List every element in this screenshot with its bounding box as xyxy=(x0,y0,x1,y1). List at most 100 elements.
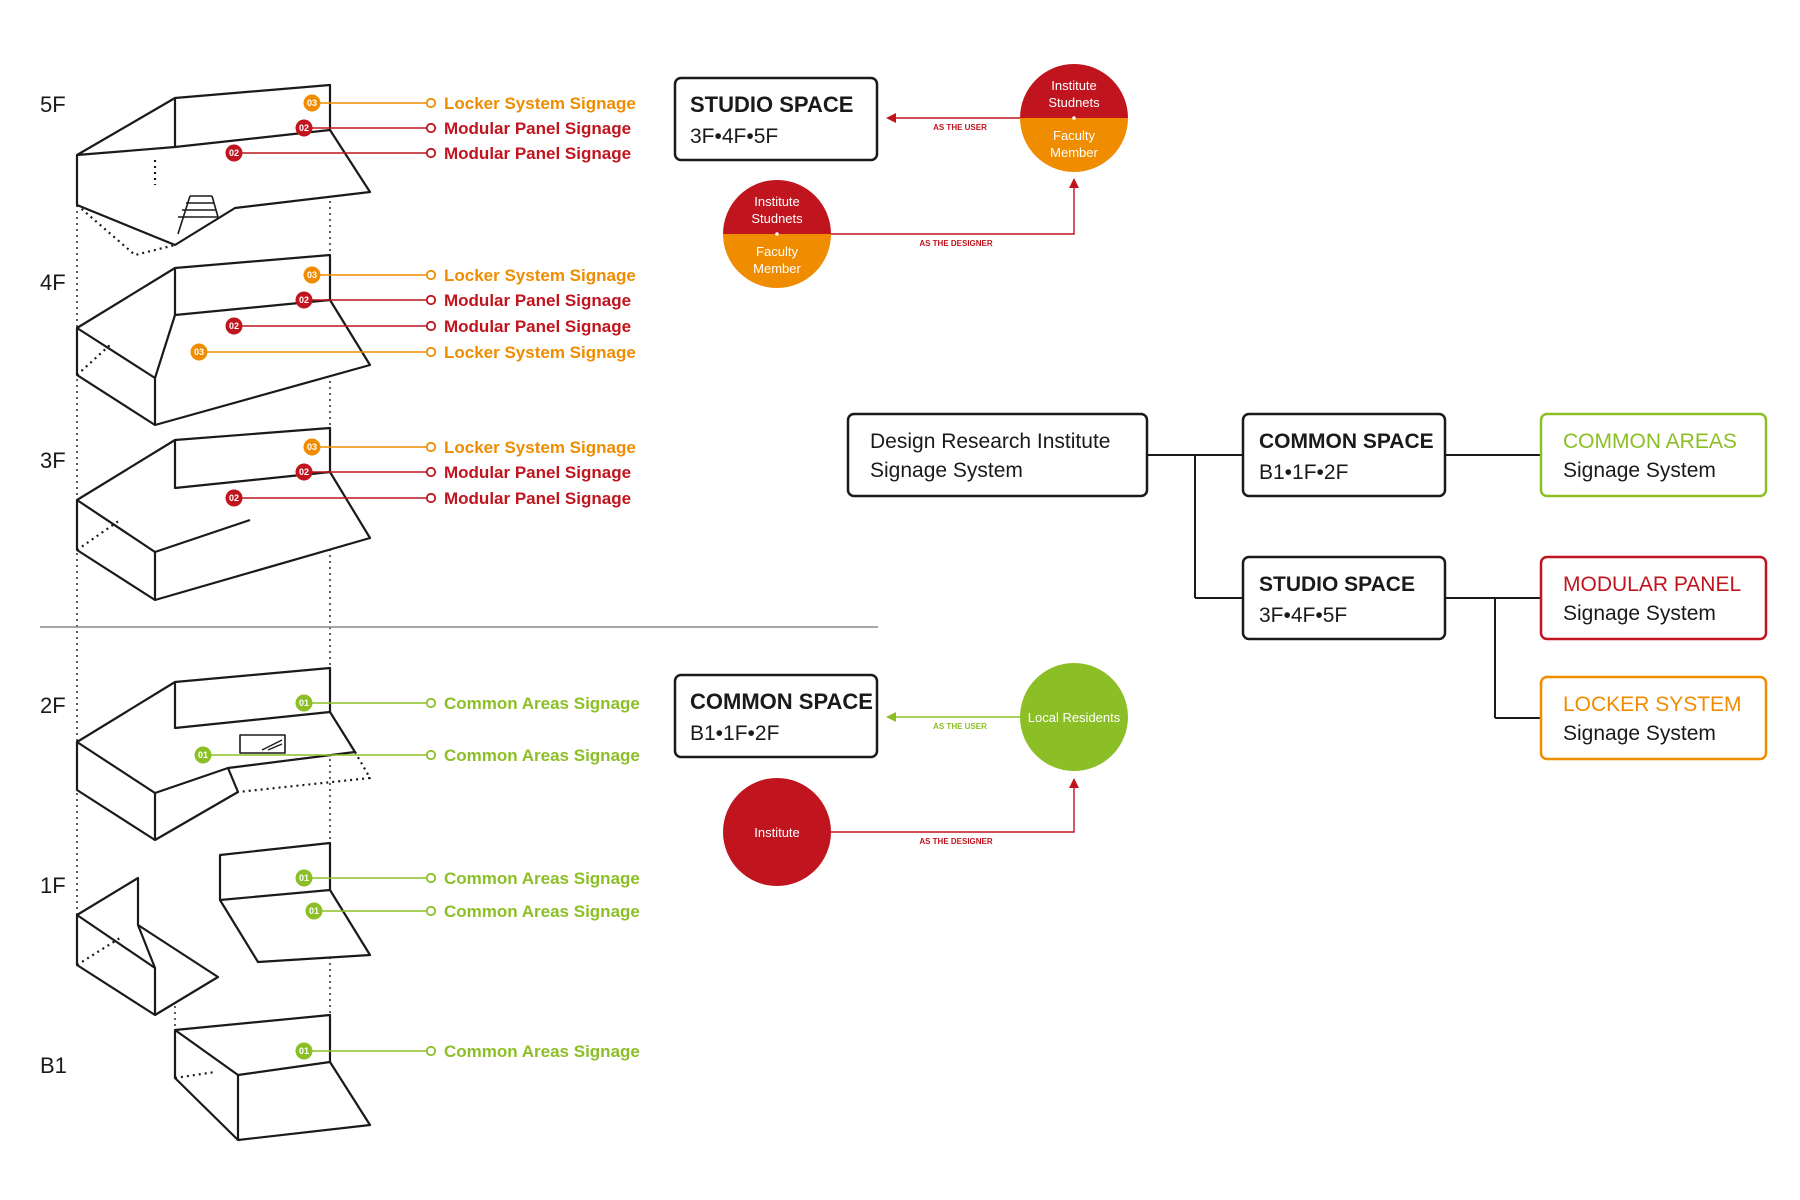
common-as-designer-label: AS THE DESIGNER xyxy=(919,837,993,846)
signage-badge xyxy=(295,119,313,137)
leader-end-dot xyxy=(425,441,437,453)
floor-label-3f: 3F xyxy=(40,448,66,473)
signage-callout-label: Common Areas Signage xyxy=(444,869,640,888)
signage-callout-label: Common Areas Signage xyxy=(444,902,640,921)
signage-callout-label: Modular Panel Signage xyxy=(444,463,631,482)
tree-root-line2: Signage System xyxy=(870,459,1023,482)
signage-callout-label: Common Areas Signage xyxy=(444,746,640,765)
signage-badge xyxy=(295,869,313,887)
signage-callout-label: Locker System Signage xyxy=(444,438,636,457)
floor-plan-5f xyxy=(75,83,372,257)
signage-badge xyxy=(225,317,243,335)
signage-badge-number: 03 xyxy=(307,442,317,452)
studio-user-top-line2: Studnets xyxy=(1048,95,1100,110)
signage-badge-number: 03 xyxy=(194,347,204,357)
signage-badge-number: 03 xyxy=(307,270,317,280)
signage-badge xyxy=(303,438,321,456)
studio-user-top-line1: Institute xyxy=(1051,78,1097,93)
tree-common-box xyxy=(1241,412,1447,498)
signage-badge xyxy=(295,694,313,712)
signage-badge-number: 01 xyxy=(198,750,208,760)
signage-badge xyxy=(303,94,321,112)
common-designer-arrow xyxy=(831,778,1079,833)
signage-badge-number: 01 xyxy=(309,906,319,916)
callout-b1-common-14: 01 Common Areas Signage xyxy=(295,1042,640,1061)
signage-callout-label: Locker System Signage xyxy=(444,343,636,362)
tree-studio-sub: 3F•4F•5F xyxy=(1259,604,1347,627)
local-residents-label: Local Residents xyxy=(1028,710,1121,725)
signage-badge-number: 02 xyxy=(299,295,309,305)
leader-end-dot xyxy=(425,697,437,709)
callout-f4-locker-6: 03 Locker System Signage xyxy=(190,343,636,362)
studio-user-bottom-line2: Member xyxy=(1050,145,1098,160)
floor-label-b1: B1 xyxy=(40,1053,67,1078)
signage-badge xyxy=(295,463,313,481)
floor-plan-1f xyxy=(75,841,372,1017)
studio-designer-circle: Institute Studnets Faculty Member xyxy=(723,180,831,288)
leader-end-dot xyxy=(425,346,437,358)
leader-end-dot xyxy=(425,122,437,134)
leader-end-dot xyxy=(425,294,437,306)
tree-root-line1: Design Research Institute xyxy=(870,430,1110,453)
signage-badge-number: 01 xyxy=(299,1046,309,1056)
signage-badge-number: 02 xyxy=(229,321,239,331)
floor-plan-3f xyxy=(75,426,372,602)
common-as-user-label: AS THE USER xyxy=(933,722,987,731)
tree-studio-title: STUDIO SPACE xyxy=(1259,573,1415,596)
tree-common-areas-box xyxy=(1539,412,1768,498)
tree-locker-system-box xyxy=(1539,675,1768,761)
local-residents-circle xyxy=(1020,663,1128,771)
studio-designer-bottom-line2: Member xyxy=(753,261,801,276)
callout-f4-locker-3: 03 Locker System Signage xyxy=(303,266,636,285)
callout-f5-modular-2: 02 Modular Panel Signage xyxy=(225,144,631,163)
signage-callout-label: Modular Panel Signage xyxy=(444,489,631,508)
tree-studio-box xyxy=(1241,555,1447,641)
signage-badge xyxy=(305,902,323,920)
signage-badge xyxy=(295,291,313,309)
leader-end-dot xyxy=(425,905,437,917)
studio-as-designer-label: AS THE DESIGNER xyxy=(919,239,993,248)
floor-plan-2f xyxy=(75,666,372,842)
signage-callout-label: Common Areas Signage xyxy=(444,694,640,713)
callout-f1-common-13: 01 Common Areas Signage xyxy=(305,902,640,921)
signage-callout-label: Modular Panel Signage xyxy=(444,144,631,163)
callout-f3-modular-9: 02 Modular Panel Signage xyxy=(225,489,631,508)
tree-locker-system-sub: Signage System xyxy=(1563,722,1716,745)
institute-circle xyxy=(723,778,831,886)
signage-callout-label: Modular Panel Signage xyxy=(444,291,631,310)
floor-plan-4f xyxy=(75,253,372,427)
signage-callout-label: Modular Panel Signage xyxy=(444,317,631,336)
signage-badge-number: 01 xyxy=(299,873,309,883)
signage-badge-number: 03 xyxy=(307,98,317,108)
leader-end-dot xyxy=(425,147,437,159)
signage-badge-number: 02 xyxy=(229,493,239,503)
leader-end-dot xyxy=(425,492,437,504)
signage-badge-number: 02 xyxy=(229,148,239,158)
callout-f4-modular-4: 02 Modular Panel Signage xyxy=(295,291,631,310)
studio-designer-top-line1: Institute xyxy=(754,194,800,209)
signage-badge xyxy=(190,343,208,361)
signage-badge-number: 01 xyxy=(299,698,309,708)
institute-label: Institute xyxy=(754,825,800,840)
floor-label-1f: 1F xyxy=(40,873,66,898)
callout-f1-common-12: 01 Common Areas Signage xyxy=(295,869,640,888)
floor-plan-b1 xyxy=(173,1013,372,1142)
signage-callout-label: Locker System Signage xyxy=(444,266,636,285)
signage-callout-label: Modular Panel Signage xyxy=(444,119,631,138)
callout-f5-modular-1: 02 Modular Panel Signage xyxy=(295,119,631,138)
signage-callout-label: Common Areas Signage xyxy=(444,1042,640,1061)
callout-f4-modular-5: 02 Modular Panel Signage xyxy=(225,317,631,336)
common-box-title: COMMON SPACE xyxy=(690,689,873,714)
studio-designer-arrow xyxy=(831,178,1079,235)
tree-modular-panel-box xyxy=(1539,555,1768,641)
tree-modular-panel-title: MODULAR PANEL xyxy=(1563,573,1741,596)
hierarchy-tree: Design Research Institute Signage System… xyxy=(846,412,1768,761)
signage-badge-number: 02 xyxy=(299,123,309,133)
studio-designer-bottom-line1: Faculty xyxy=(756,244,798,259)
tree-common-areas-title: COMMON AREAS xyxy=(1563,430,1737,453)
signage-badge xyxy=(225,489,243,507)
signage-badge xyxy=(225,144,243,162)
studio-space-box xyxy=(673,76,879,162)
